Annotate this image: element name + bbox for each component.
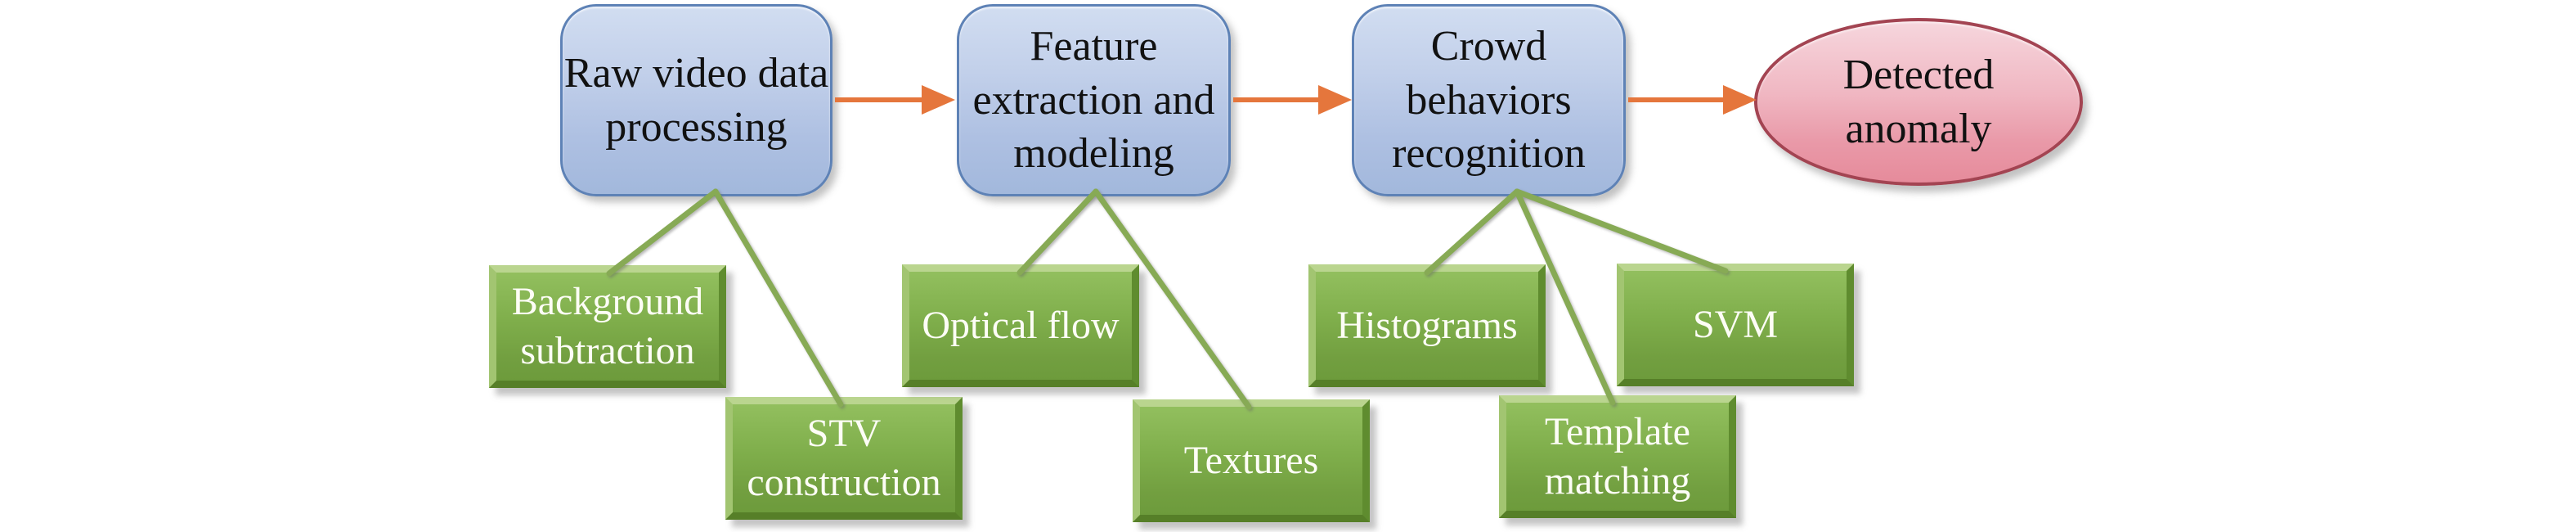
method-optical-flow-label: Optical flow xyxy=(922,303,1120,347)
method-svm: SVM xyxy=(1617,264,1854,386)
stage-crowd-behaviors-recognition: Crowd behaviors recognition xyxy=(1352,4,1626,196)
connector-crowd-to-svm xyxy=(1514,188,1729,274)
method-svm-label: SVM xyxy=(1692,302,1779,346)
method-template-matching-label: Template matching xyxy=(1544,409,1691,503)
connector-feature-to-optical-flow xyxy=(1016,188,1099,276)
connector-raw-to-stv-construction xyxy=(712,188,844,408)
method-template-matching: Template matching xyxy=(1499,395,1736,518)
method-optical-flow: Optical flow xyxy=(902,264,1139,387)
stage-feature-extraction-label: Feature extraction and modeling xyxy=(972,23,1215,178)
connector-raw-to-background-subtraction xyxy=(606,188,719,277)
arrow-crowd-to-anomaly-head xyxy=(1723,85,1757,115)
arrow-raw-to-feature xyxy=(835,85,955,115)
method-stv-construction-label: STV construction xyxy=(747,411,941,504)
arrow-raw-to-feature-head xyxy=(922,85,955,115)
stage-raw-video-processing: Raw video data processing xyxy=(560,4,832,196)
arrow-feature-to-crowd-head xyxy=(1318,85,1352,115)
method-histograms: Histograms xyxy=(1308,264,1546,387)
stage-feature-extraction: Feature extraction and modeling xyxy=(957,4,1231,196)
method-background-subtraction-label: Background subtraction xyxy=(511,279,704,372)
method-background-subtraction: Background subtraction xyxy=(489,265,726,388)
result-detected-anomaly-label: Detected anomaly xyxy=(1842,51,1995,152)
method-histograms-label: Histograms xyxy=(1336,303,1518,347)
stage-raw-video-processing-label: Raw video data processing xyxy=(563,49,829,151)
green-connector-lines xyxy=(606,188,1729,410)
result-detected-anomaly: Detected anomaly xyxy=(1754,18,2083,186)
method-stv-construction: STV construction xyxy=(725,397,963,520)
connector-crowd-to-histograms xyxy=(1424,188,1520,276)
method-textures-label: Textures xyxy=(1183,438,1319,482)
method-textures: Textures xyxy=(1133,399,1370,522)
arrow-feature-to-crowd xyxy=(1233,85,1352,115)
arrow-crowd-to-anomaly xyxy=(1628,85,1757,115)
stage-crowd-behaviors-recognition-label: Crowd behaviors recognition xyxy=(1392,23,1586,178)
